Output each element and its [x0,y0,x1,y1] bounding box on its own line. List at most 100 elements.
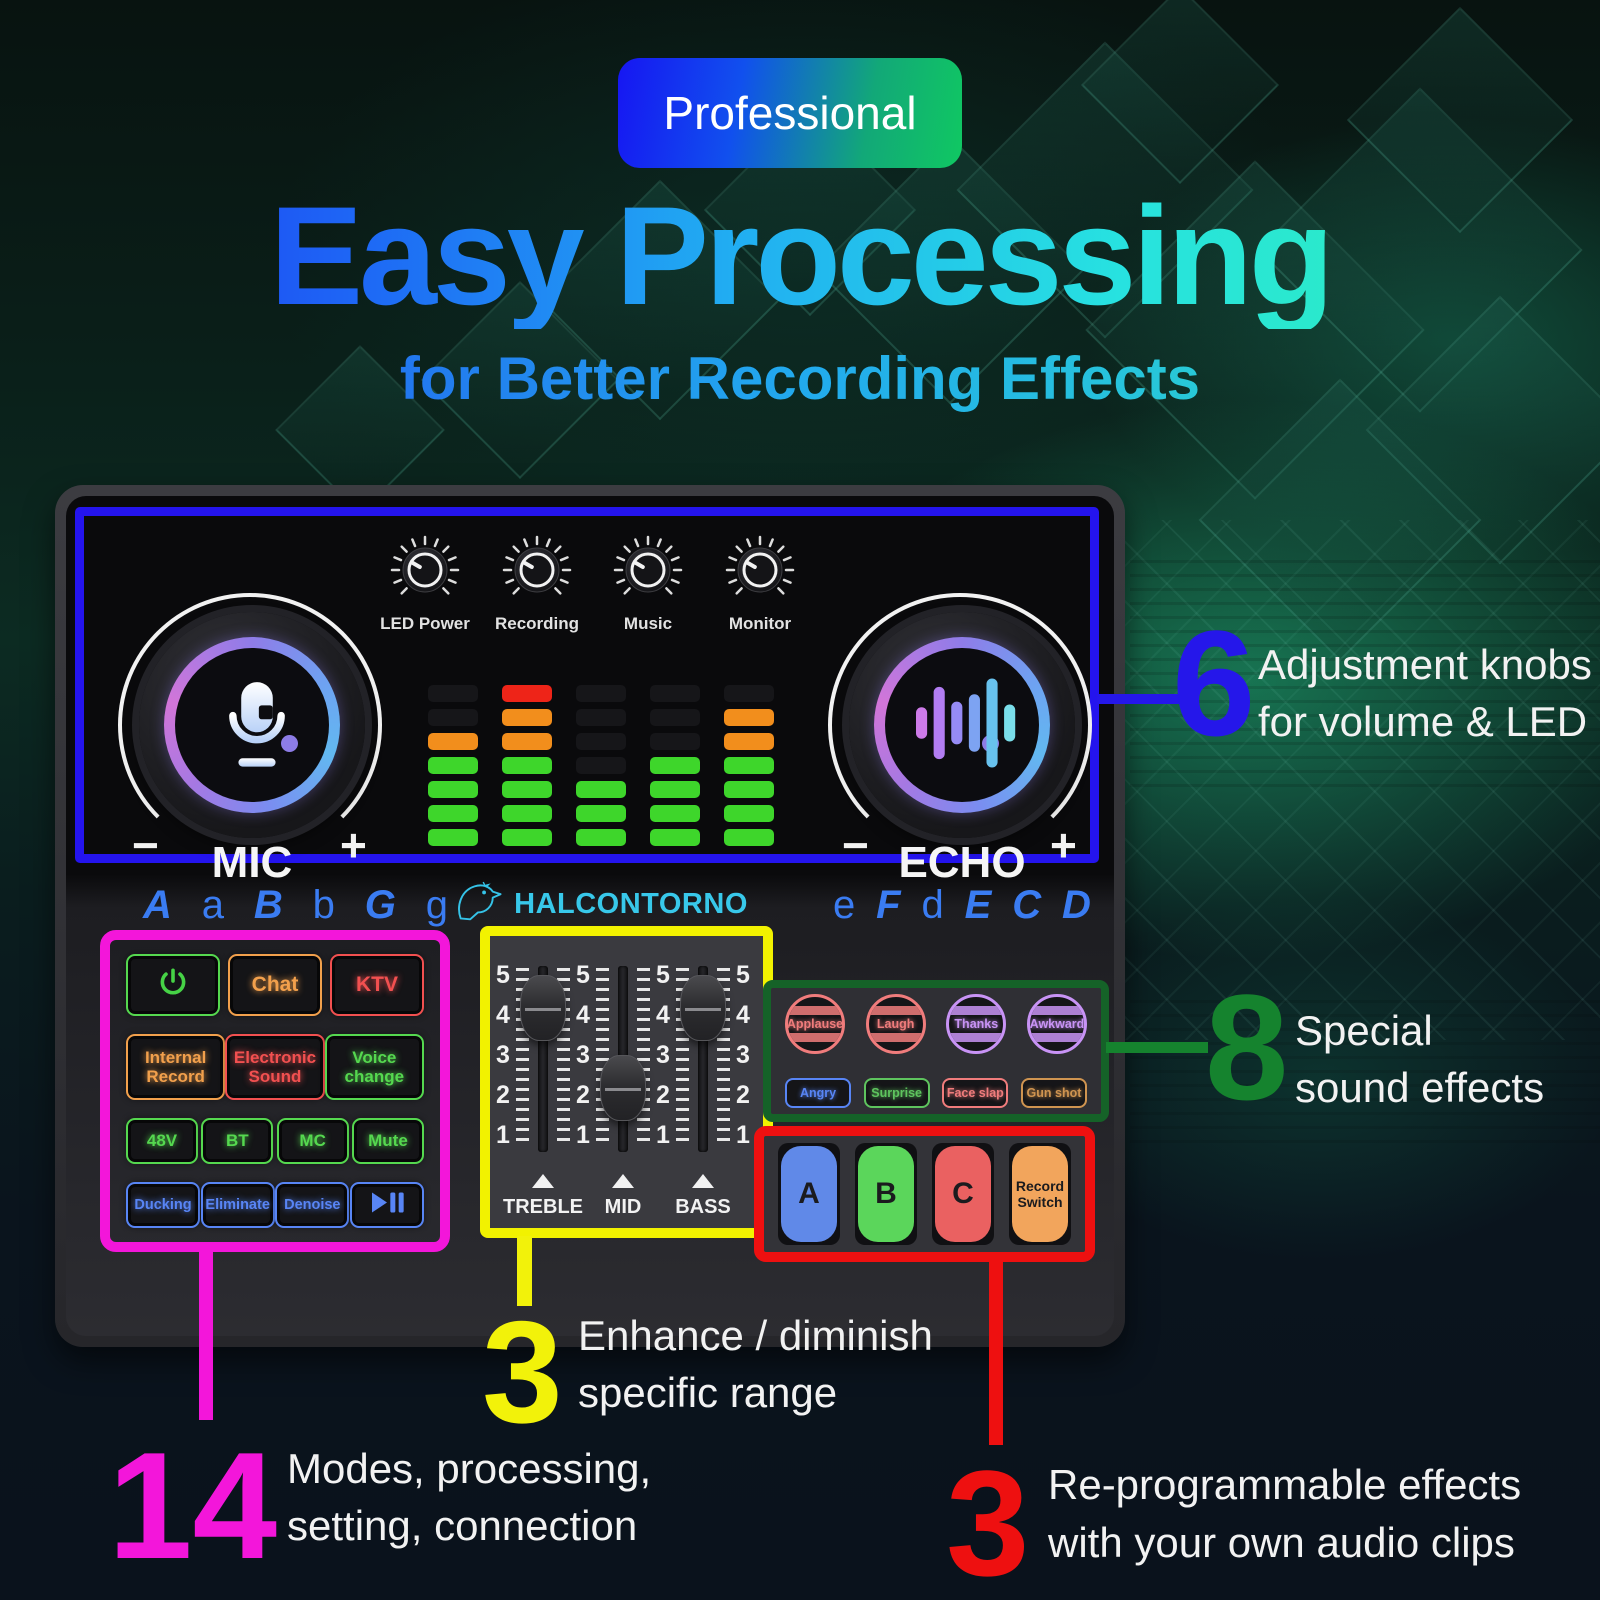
top-section-outline [75,507,1099,863]
slider-scale-number: 3 [656,1041,670,1069]
sound-effects-row-square: Angry Surprise Face slap Gun shot [785,1078,1087,1108]
slider-thumb-mid[interactable] [600,1055,646,1121]
slider-scale-number: 5 [656,961,670,989]
echo-knob-arc [828,593,1092,857]
callout-text-line: Re-programmable effects [1048,1461,1522,1508]
eq-segment [724,781,774,798]
mode-button-electronic-sound[interactable]: Electronic Sound [225,1034,325,1100]
callout-text-line: specific range [578,1369,838,1416]
sound-effect-label: Laugh [876,1017,915,1031]
eq-segment [428,829,478,846]
volume-knob-recording[interactable]: Recording [495,530,579,633]
mode-button-ducking[interactable]: Ducking [126,1182,200,1228]
eq-segment [576,709,626,726]
slider-scale-number: 1 [576,1121,590,1149]
background-stripes [1130,560,1600,790]
callout-text-knobs: Adjustment knobs for volume & LED [1258,636,1592,750]
slider-band-label: MID [604,1196,642,1218]
mic-led-ring [164,637,340,813]
slider-scale-number: 2 [656,1081,670,1109]
slider-ticks [637,968,650,1146]
volume-knob-monitor[interactable]: Monitor [720,530,800,633]
knob-label: Recording [494,614,580,633]
background-lattice [1090,520,1600,1040]
mode-button-chat[interactable]: Chat [228,954,322,1016]
custom-pad-b[interactable]: B [855,1143,917,1245]
slider-scale-number: 5 [496,961,510,989]
slider-thumb-treble[interactable] [520,975,566,1041]
eq-segment [576,733,626,750]
eq-segment [428,709,478,726]
mic-knob[interactable]: − + MIC [102,585,402,887]
volume-knob-led-power[interactable]: LED Power [380,530,470,633]
callout-text-line: for volume & LED [1258,698,1588,745]
callout-text-line: Adjustment knobs [1258,641,1592,688]
mode-button-bt[interactable]: BT [201,1118,274,1164]
sound-effect-angry[interactable]: Angry [785,1078,851,1108]
echo-knob[interactable]: − + ECHO [812,585,1112,887]
eq-segment [650,829,700,846]
mode-button-48v[interactable]: 48V [126,1118,198,1164]
voice-letter-b: b [312,882,335,927]
callout-text-effects: Special sound effects [1295,1002,1544,1116]
mode-button-denoise[interactable]: Denoise [275,1182,350,1228]
voice-letter-b: B [253,882,283,927]
mic-knob-body[interactable] [139,612,365,838]
slider-scale-number: 3 [496,1041,510,1069]
callout-text-line: setting, connection [287,1502,638,1549]
eq-segment [724,709,774,726]
sound-effect-awkward[interactable]: Awkward [1026,994,1087,1054]
eq-segment [650,733,700,750]
custom-pad-record-switch[interactable]: Record Switch [1009,1143,1071,1245]
mode-button-power[interactable] [126,954,220,1016]
mode-button-ktv[interactable]: KTV [330,954,424,1016]
custom-pad-label: Record Switch [1015,1177,1065,1210]
mode-button-internal-record[interactable]: Internal Record [126,1034,226,1100]
eq-segment [724,685,774,702]
sound-effect-label: Applause [786,1017,844,1031]
custom-pad-c[interactable]: C [932,1143,994,1245]
sound-effects-row-round: Applause Laugh Thanks Awkward [785,994,1087,1054]
mode-button-mc[interactable]: MC [276,1118,349,1164]
sound-effect-applause[interactable]: Applause [785,994,845,1054]
custom-pad-fill: B [858,1146,914,1242]
slider-scale-number: 1 [656,1121,670,1149]
custom-pad-a[interactable]: A [778,1143,840,1245]
mode-button-play-pause[interactable] [349,1182,424,1228]
sound-effect-label: Awkward [1029,1017,1085,1031]
eq-segment [428,733,478,750]
mode-button-voice-change[interactable]: Voice change [324,1034,424,1100]
sound-effect-surprise[interactable]: Surprise [863,1078,930,1108]
sound-effect-laugh[interactable]: Laugh [865,994,926,1054]
echo-knob-body[interactable] [849,612,1075,838]
mode-button-eliminate[interactable]: Eliminate [200,1182,275,1228]
sound-effect-thanks[interactable]: Thanks [946,994,1007,1054]
eq-segment [650,805,700,822]
slider-thumb-bass[interactable] [680,975,726,1041]
eq-segment [650,757,700,774]
callout-line-range [517,1236,532,1306]
slider-scale-number: 2 [736,1081,750,1109]
eq-segment [502,757,552,774]
slider-scale-number: 4 [576,1001,590,1029]
slider-track-treble[interactable] [538,966,548,1152]
professional-badge: Professional [618,58,962,168]
callout-number-pads: 3 [946,1439,1030,1600]
page-subtitle: for Better Recording Effects [0,346,1600,412]
eq-segment [502,781,552,798]
volume-knob-music[interactable]: Music [608,530,688,633]
voice-letter-c: C [1012,882,1042,927]
slider-track-bass[interactable] [698,966,708,1152]
mode-button-mute[interactable]: Mute [351,1118,424,1164]
eq-segment [576,805,626,822]
voice-letter-d: D [1062,882,1091,927]
page-title: Easy Processing [0,182,1600,329]
sound-effect-gun-shot[interactable]: Gun shot [1020,1078,1087,1108]
custom-pad-fill: Record Switch [1012,1146,1068,1242]
sound-effect-face-slap[interactable]: Face slap [942,1078,1009,1108]
